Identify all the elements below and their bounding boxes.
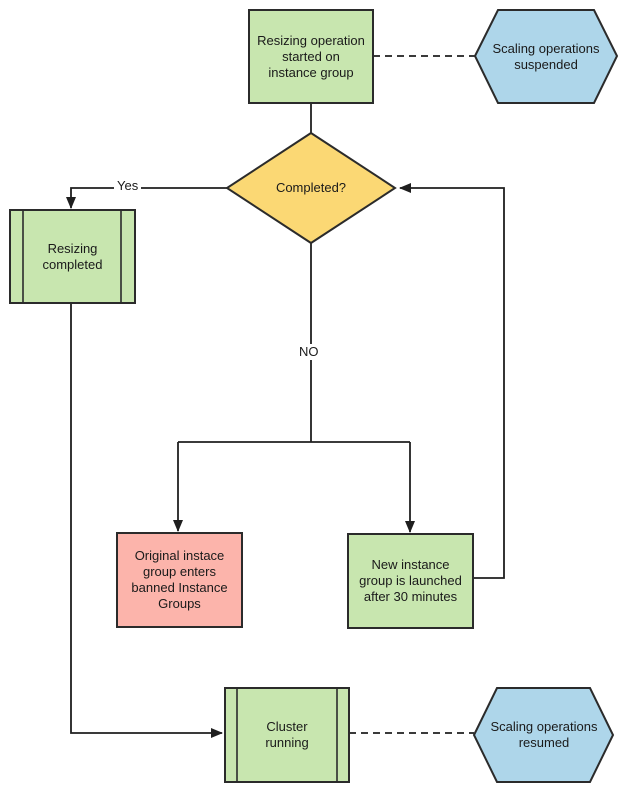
decision-diamond-label: Completed?: [275, 180, 347, 195]
resumed-hexagon-label: Scaling operations resumed: [490, 719, 598, 750]
resizing-completed-shape: [9, 209, 136, 304]
cluster-running-label: Cluster running: [265, 719, 309, 750]
new-group-process-label: New instance group is launched after 30 …: [359, 557, 462, 604]
edge-new-group-back-to-decision: [399, 183, 505, 579]
decision-diamond-shape: [225, 131, 397, 245]
cluster-running-shape: [224, 687, 350, 783]
start-process-label: Resizing operation started on instance g…: [257, 32, 365, 80]
start-process-shape: [248, 9, 374, 104]
edge-label-yes: Yes: [114, 178, 142, 194]
suspended-hexagon-label: Scaling operations suspended: [492, 40, 600, 72]
edge-label-no: NO: [296, 344, 322, 360]
suspended-hexagon-shape: [473, 9, 619, 104]
banned-process-shape: [116, 532, 243, 628]
banned-process-label: Original instace group enters banned Ins…: [131, 548, 228, 611]
edge-resizing-completed-to-cluster: [70, 303, 223, 738]
resumed-hexagon-shape: [472, 687, 615, 783]
new-group-process-shape: [347, 533, 474, 629]
edge-yes-to-resizing-completed: [66, 187, 227, 209]
resizing-completed-label: Resizing completed: [42, 240, 103, 272]
